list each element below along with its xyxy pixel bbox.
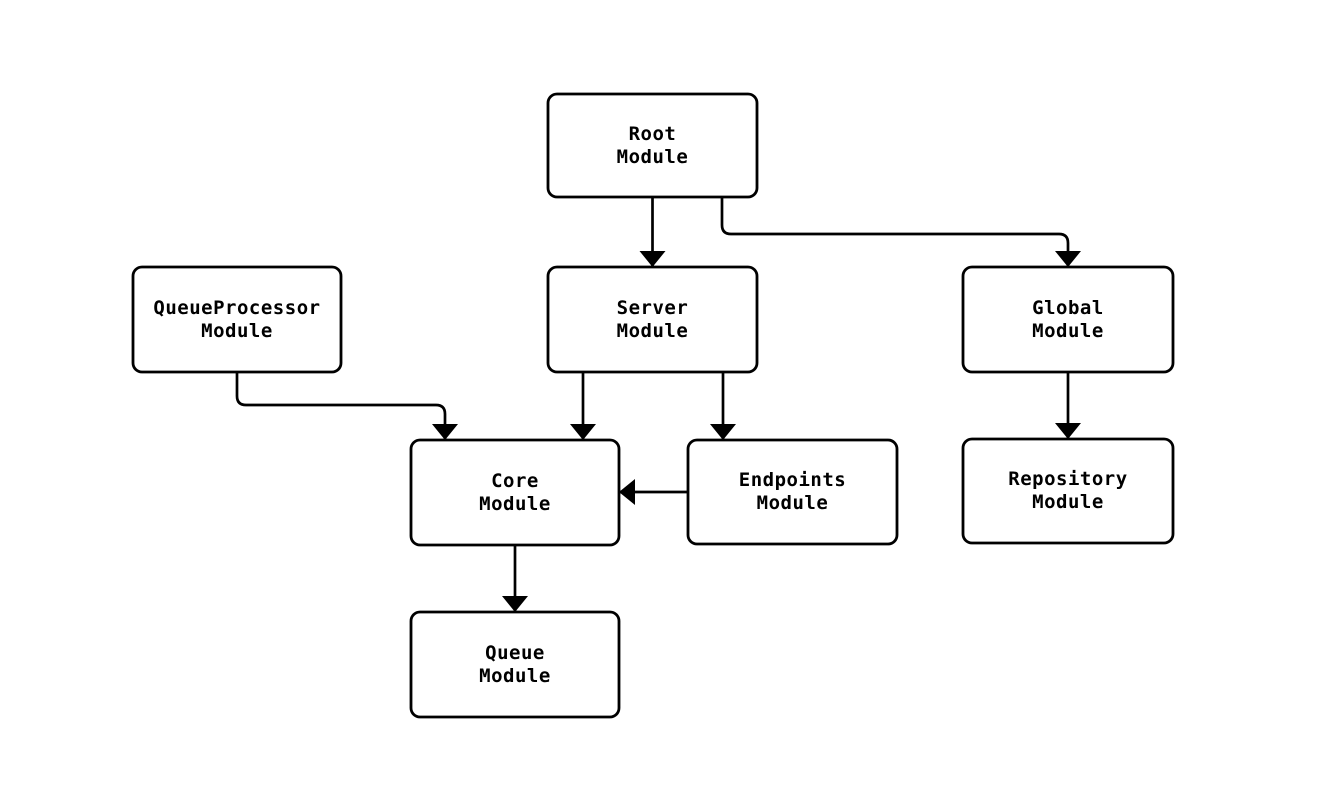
node-server-module: Server Module — [546, 265, 759, 374]
node-core-box — [409, 438, 621, 547]
node-endpoints-label-line1: Endpoints — [739, 469, 846, 491]
node-server-label-line2: Module — [617, 320, 689, 342]
node-repository-label-line1: Repository — [1008, 468, 1127, 490]
node-queue-label-line1: Queue — [485, 642, 545, 664]
node-endpoints-label-line2: Module — [757, 492, 829, 514]
node-root-box — [546, 92, 759, 199]
node-root-label-line2: Module — [617, 146, 689, 168]
edge-queueprocessor-to-core — [235, 372, 458, 440]
edge-root-to-global — [720, 197, 1081, 267]
node-queue-box — [409, 610, 621, 719]
node-server-box — [546, 265, 759, 374]
node-repository-module: Repository Module — [961, 437, 1175, 545]
node-queueprocessor-box — [131, 265, 343, 374]
node-global-label-line2: Module — [1032, 320, 1104, 342]
node-queueprocessor-module: QueueProcessor Module — [131, 265, 343, 374]
node-core-label-line2: Module — [479, 493, 551, 515]
node-global-module: Global Module — [961, 265, 1175, 374]
node-queueprocessor-label-line2: Module — [201, 320, 273, 342]
node-global-box — [961, 265, 1175, 374]
node-endpoints-box — [686, 438, 899, 546]
node-root-module: Root Module — [546, 92, 759, 199]
node-repository-box — [961, 437, 1175, 545]
node-queue-label-line2: Module — [479, 665, 551, 687]
node-core-module: Core Module — [409, 438, 621, 547]
node-endpoints-module: Endpoints Module — [686, 438, 899, 546]
node-server-label-line1: Server — [617, 297, 689, 319]
node-repository-label-line2: Module — [1032, 491, 1104, 513]
node-queue-module: Queue Module — [409, 610, 621, 719]
node-queueprocessor-label-line1: QueueProcessor — [153, 297, 320, 319]
node-root-label-line1: Root — [629, 123, 677, 145]
node-core-label-line1: Core — [491, 470, 539, 492]
node-global-label-line1: Global — [1032, 297, 1104, 319]
